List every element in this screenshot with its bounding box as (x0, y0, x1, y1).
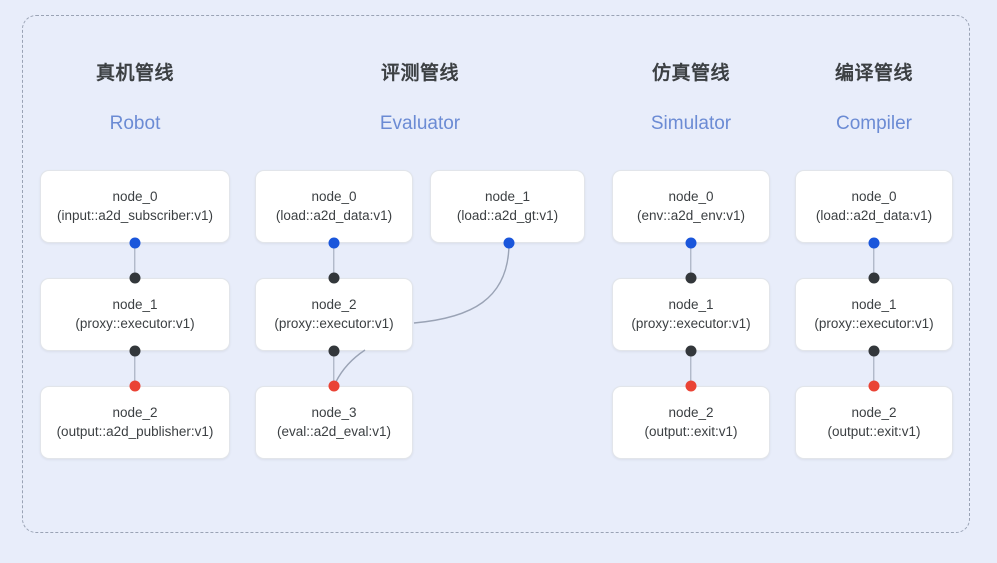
port-dot-input-robot-0[interactable] (129, 237, 141, 249)
node-evaluator-2[interactable]: node_2 (proxy::executor:v1) (255, 278, 413, 351)
node-signature: (eval::a2d_eval:v1) (276, 423, 392, 439)
node-simulator-0[interactable]: node_0 (env::a2d_env:v1) (612, 170, 770, 243)
port-dot-internal-evaluator-2-bottom[interactable] (328, 345, 340, 357)
node-signature: (proxy::executor:v1) (75, 315, 195, 331)
edge-robot-n0-n1 (134, 243, 136, 278)
port-dot-internal-evaluator-2-top[interactable] (328, 272, 340, 284)
port-dot-internal-simulator-1-top[interactable] (685, 272, 697, 284)
node-evaluator-3[interactable]: node_3 (eval::a2d_eval:v1) (255, 386, 413, 459)
edge-simulator-n1-n2 (690, 351, 692, 386)
node-compiler-2[interactable]: node_2 (output::exit:v1) (795, 386, 953, 459)
edge-compiler-n1-n2 (873, 351, 875, 386)
port-dot-input-simulator-0[interactable] (685, 237, 697, 249)
node-name: node_1 (112, 297, 158, 313)
node-robot-2[interactable]: node_2 (output::a2d_publisher:v1) (40, 386, 230, 459)
port-dot-internal-simulator-1-bottom[interactable] (685, 345, 697, 357)
port-dot-output-evaluator-3[interactable] (328, 380, 340, 392)
node-evaluator-0[interactable]: node_0 (load::a2d_data:v1) (255, 170, 413, 243)
port-dot-input-evaluator-1[interactable] (503, 237, 515, 249)
port-dot-internal-robot-1-bottom[interactable] (129, 345, 141, 357)
node-name: node_0 (112, 189, 158, 205)
node-signature: (load::a2d_data:v1) (815, 207, 933, 223)
port-dot-input-evaluator-0[interactable] (328, 237, 340, 249)
pipeline-group-frame (22, 15, 970, 533)
port-dot-internal-compiler-1-bottom[interactable] (868, 345, 880, 357)
node-simulator-1[interactable]: node_1 (proxy::executor:v1) (612, 278, 770, 351)
port-dot-output-robot-2[interactable] (129, 380, 141, 392)
node-name: node_2 (668, 405, 714, 421)
node-name: node_0 (851, 189, 897, 205)
port-dot-internal-robot-1-top[interactable] (129, 272, 141, 284)
node-name: node_1 (668, 297, 714, 313)
node-signature: (output::a2d_publisher:v1) (56, 423, 214, 439)
port-dot-internal-compiler-1-top[interactable] (868, 272, 880, 284)
node-signature: (load::a2d_data:v1) (275, 207, 393, 223)
node-evaluator-1[interactable]: node_1 (load::a2d_gt:v1) (430, 170, 585, 243)
node-robot-0[interactable]: node_0 (input::a2d_subscriber:v1) (40, 170, 230, 243)
node-signature: (output::exit:v1) (827, 423, 921, 439)
edge-robot-n1-n2 (134, 351, 136, 386)
node-name: node_2 (311, 297, 357, 313)
node-simulator-2[interactable]: node_2 (output::exit:v1) (612, 386, 770, 459)
node-name: node_3 (311, 405, 357, 421)
node-name: node_0 (668, 189, 714, 205)
node-signature: (proxy::executor:v1) (631, 315, 751, 331)
node-robot-1[interactable]: node_1 (proxy::executor:v1) (40, 278, 230, 351)
port-dot-output-compiler-2[interactable] (868, 380, 880, 392)
edge-simulator-n0-n1 (690, 243, 692, 278)
node-compiler-1[interactable]: node_1 (proxy::executor:v1) (795, 278, 953, 351)
node-name: node_1 (484, 189, 531, 205)
edge-evaluator-n0-n2 (333, 243, 335, 278)
node-signature: (output::exit:v1) (644, 423, 738, 439)
node-name: node_2 (112, 405, 158, 421)
node-name: node_1 (851, 297, 897, 313)
port-dot-input-compiler-0[interactable] (868, 237, 880, 249)
node-name: node_0 (311, 189, 357, 205)
node-signature: (proxy::executor:v1) (814, 315, 934, 331)
node-signature: (input::a2d_subscriber:v1) (56, 207, 214, 223)
edge-compiler-n0-n1 (873, 243, 875, 278)
node-name: node_2 (851, 405, 897, 421)
port-dot-output-simulator-2[interactable] (685, 380, 697, 392)
node-signature: (proxy::executor:v1) (274, 315, 394, 331)
node-signature: (load::a2d_gt:v1) (456, 207, 559, 223)
node-signature: (env::a2d_env:v1) (636, 207, 746, 223)
node-compiler-0[interactable]: node_0 (load::a2d_data:v1) (795, 170, 953, 243)
